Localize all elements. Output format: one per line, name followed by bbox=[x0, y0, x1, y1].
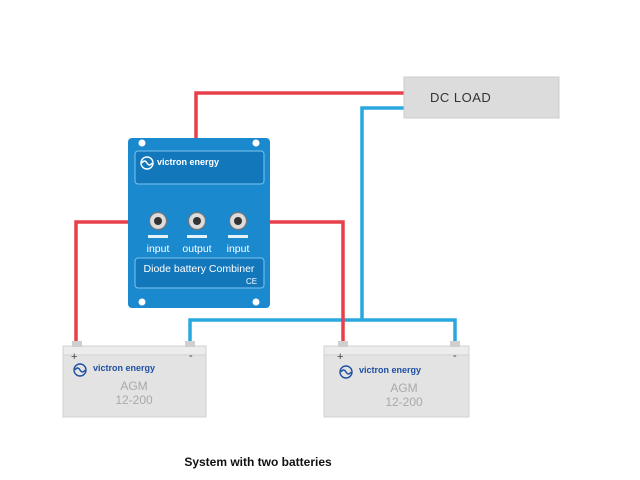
battery-rating: 12-200 bbox=[115, 393, 153, 407]
dc-load-box bbox=[403, 76, 560, 119]
dc-load: DC LOAD bbox=[403, 76, 560, 119]
terminal-marker bbox=[148, 235, 168, 238]
battery-type: AGM bbox=[390, 381, 417, 395]
positive-sign: + bbox=[71, 351, 77, 363]
dc-load-label: DC LOAD bbox=[430, 90, 491, 105]
battery-combiner: victron energy input output input Diode … bbox=[128, 138, 270, 308]
mount-hole-icon bbox=[138, 139, 146, 147]
battery-lid bbox=[62, 345, 207, 356]
battery-brand: victron energy bbox=[359, 365, 421, 375]
victron-logo-icon bbox=[73, 363, 87, 377]
combiner-model: Diode battery Combiner bbox=[144, 263, 255, 275]
battery-rating: 12-200 bbox=[385, 395, 423, 409]
terminal-label-middle: output bbox=[182, 243, 211, 255]
terminal-middle: output bbox=[182, 211, 212, 255]
battery-lid bbox=[323, 345, 470, 356]
battery-negative-bus bbox=[188, 318, 457, 348]
combiner-brand-panel bbox=[134, 150, 265, 185]
positive-terminal-post bbox=[72, 341, 82, 347]
terminal-right: input bbox=[227, 211, 250, 255]
load-negative-wire bbox=[360, 106, 405, 320]
right-input-wire bbox=[238, 220, 345, 348]
battery-brand: victron energy bbox=[93, 363, 155, 373]
negative-sign: - bbox=[453, 350, 457, 362]
victron-logo-icon bbox=[140, 156, 154, 170]
battery-1: + - victron energy AGM 12-200 bbox=[62, 341, 207, 418]
terminal-marker bbox=[228, 235, 248, 238]
positive-terminal-post bbox=[338, 341, 348, 347]
mount-hole-icon bbox=[252, 298, 260, 306]
positive-sign: + bbox=[337, 351, 343, 363]
battery-body bbox=[62, 354, 207, 418]
terminal-label-right: input bbox=[227, 243, 250, 255]
negative-terminal-post bbox=[185, 341, 195, 347]
terminal-label-left: input bbox=[147, 243, 170, 255]
combiner-model-panel bbox=[134, 257, 265, 289]
negative-wires bbox=[188, 106, 457, 348]
diagram-caption: System with two batteries bbox=[184, 455, 332, 469]
battery-body bbox=[323, 354, 470, 418]
negative-sign: - bbox=[189, 350, 193, 362]
negative-terminal-post bbox=[450, 341, 460, 347]
mount-hole-icon bbox=[138, 298, 146, 306]
battery-2: + - victron energy AGM 12-200 bbox=[323, 341, 470, 418]
battery-type: AGM bbox=[120, 379, 147, 393]
combiner-brand: victron energy bbox=[157, 157, 219, 167]
terminal-marker bbox=[187, 235, 207, 238]
ce-mark: CE bbox=[246, 277, 257, 286]
victron-logo-icon bbox=[339, 365, 353, 379]
mount-hole-icon bbox=[252, 139, 260, 147]
terminal-left: input bbox=[147, 211, 170, 255]
